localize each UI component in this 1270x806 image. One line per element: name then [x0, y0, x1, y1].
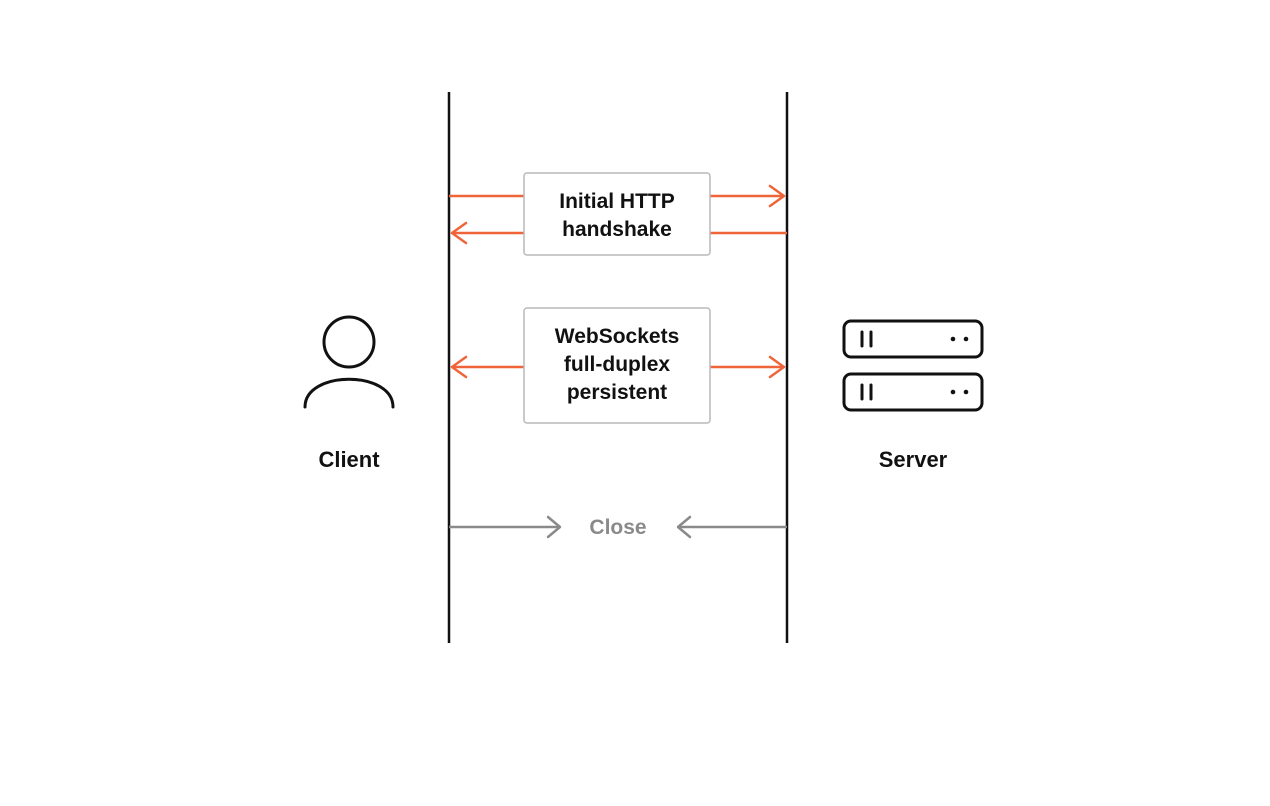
- close-message: Close: [449, 515, 787, 539]
- server-icon: [842, 319, 984, 412]
- server-participant: Server: [842, 319, 984, 472]
- handshake-box: [523, 172, 711, 256]
- client-participant: Client: [303, 315, 395, 472]
- handshake-response-arrowhead: [450, 221, 468, 245]
- handshake-request-arrowhead: [768, 184, 786, 208]
- server-label: Server: [879, 447, 948, 472]
- websocket-box: [523, 307, 711, 424]
- handshake-line-1: Initial HTTP: [559, 190, 675, 213]
- websocket-line-3: persistent: [567, 381, 667, 404]
- handshake-message: Initial HTTP handshake: [449, 172, 787, 256]
- websocket-left-arrowhead: [450, 355, 468, 379]
- handshake-line-2: handshake: [562, 218, 672, 241]
- websocket-line-1: WebSockets: [555, 325, 680, 348]
- websocket-message: WebSockets full-duplex persistent: [450, 307, 786, 424]
- close-server-arrowhead: [676, 515, 692, 539]
- close-label: Close: [589, 516, 646, 539]
- websocket-line-2: full-duplex: [564, 353, 670, 376]
- close-client-arrowhead: [546, 515, 562, 539]
- client-label: Client: [318, 447, 380, 472]
- websocket-right-arrowhead: [768, 355, 786, 379]
- person-icon: [303, 315, 395, 409]
